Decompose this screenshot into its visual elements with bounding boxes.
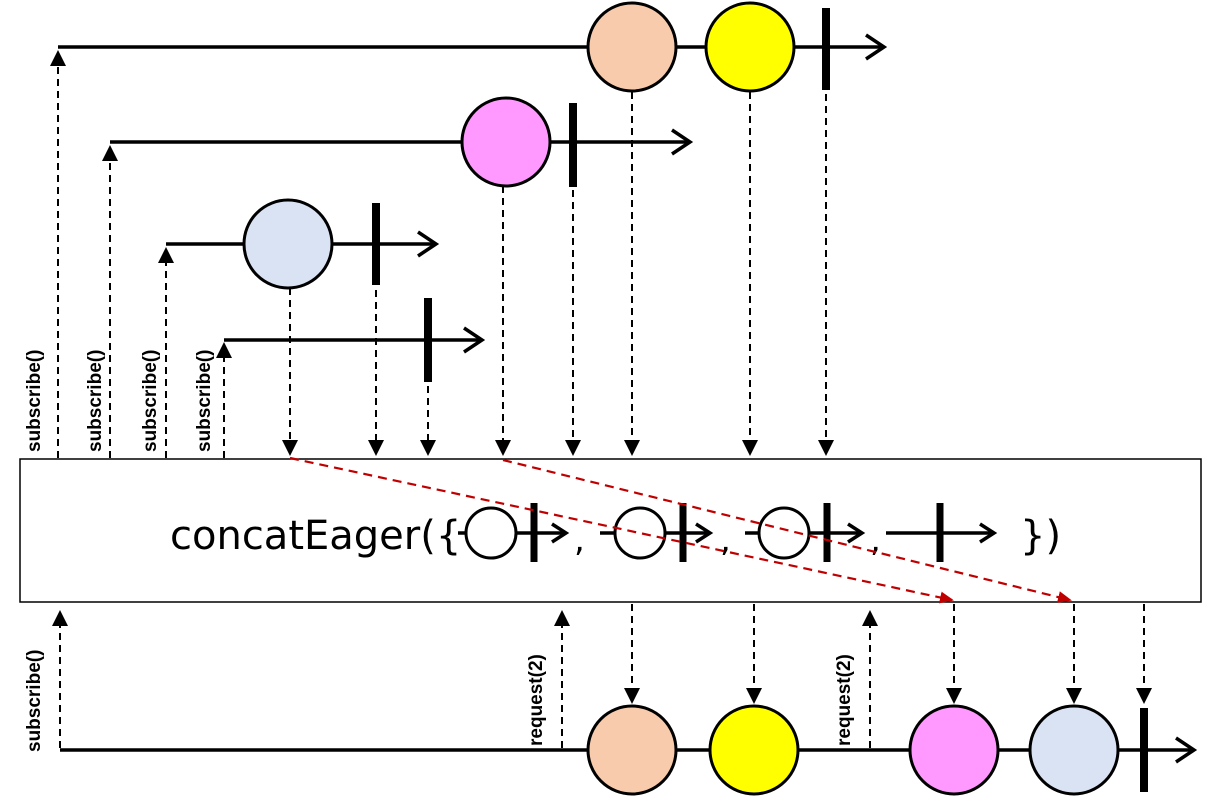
mini-source-3 bbox=[745, 503, 866, 562]
subscribe-label: subscribe() bbox=[140, 350, 161, 452]
subscribe-arrows bbox=[57, 60, 225, 458]
subscribe-label: subscribe() bbox=[194, 350, 215, 452]
mini-source-2 bbox=[600, 503, 714, 562]
request-label: request(2) bbox=[834, 654, 855, 746]
subscribe-label: subscribe() bbox=[85, 350, 106, 452]
marble-pink bbox=[460, 96, 552, 188]
separator: , bbox=[574, 520, 585, 560]
marble-salmon bbox=[586, 1, 678, 93]
marble-blue bbox=[242, 198, 334, 290]
subscribe-arrowheads bbox=[50, 50, 232, 358]
timeline-source-4 bbox=[224, 298, 486, 382]
mini-source-4 bbox=[886, 503, 998, 562]
operator-box bbox=[19, 458, 1202, 603]
output-marble-yellow bbox=[708, 704, 800, 796]
timeline-source-2 bbox=[110, 103, 694, 187]
output-marble-salmon bbox=[586, 704, 678, 796]
operator-prefix: concatEager({ bbox=[170, 513, 461, 559]
emission-arrowheads bbox=[282, 440, 834, 456]
subscribe-label: subscribe() bbox=[24, 350, 45, 452]
request-label: request(2) bbox=[526, 654, 547, 746]
request-arrowheads bbox=[52, 610, 878, 626]
output-arrowheads bbox=[624, 688, 1152, 704]
marble-yellow bbox=[704, 1, 796, 93]
emission-arrows bbox=[289, 92, 827, 440]
request-arrows bbox=[59, 620, 871, 748]
subscribe-label: subscribe() bbox=[24, 650, 45, 752]
mini-source-1 bbox=[458, 503, 570, 562]
separator: , bbox=[720, 520, 731, 560]
separator: , bbox=[870, 520, 881, 560]
output-marble-blue bbox=[1028, 704, 1120, 796]
buffered-emission-arrows bbox=[289, 456, 1072, 604]
output-marble-pink bbox=[908, 704, 1000, 796]
operator-suffix: }) bbox=[1020, 513, 1061, 559]
output-arrows bbox=[631, 604, 1145, 688]
